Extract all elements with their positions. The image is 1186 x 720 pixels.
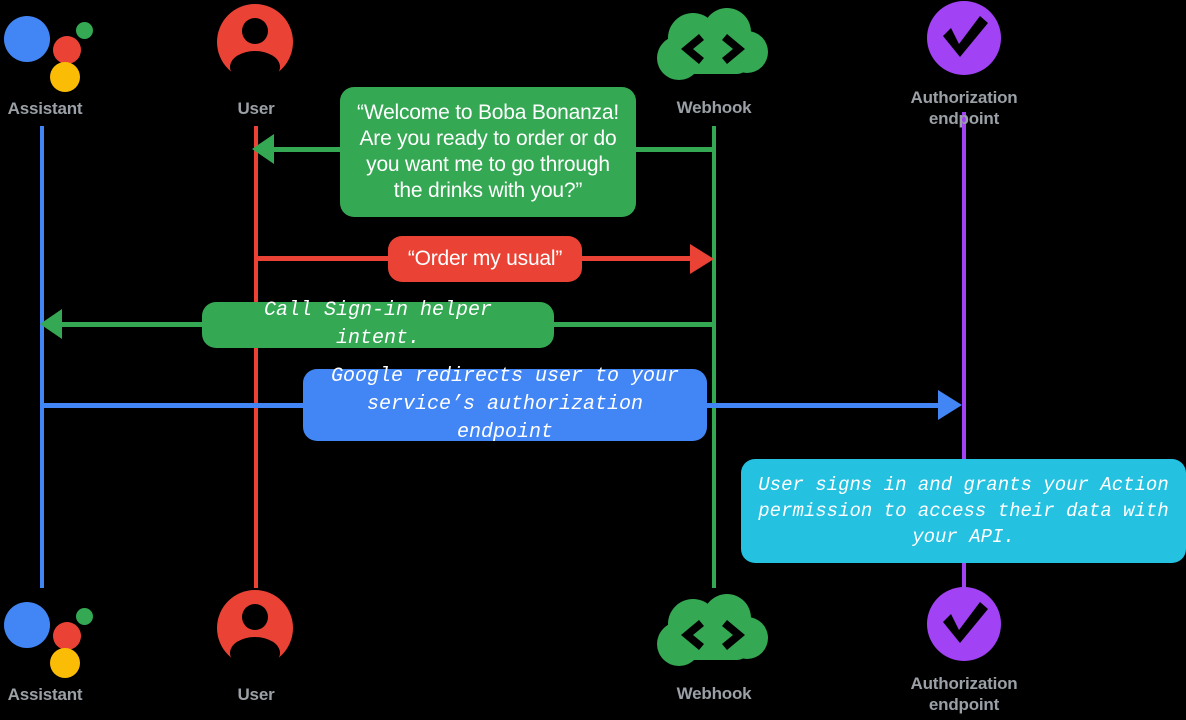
user-avatar-icon-bottom bbox=[216, 589, 294, 667]
lifeline-authorization-endpoint bbox=[962, 112, 966, 588]
actor-label-authorization-endpoint-bottom: Authorization endpoint bbox=[910, 674, 1018, 714]
message-bubble-call-signin-helper: Call Sign-in helper intent. bbox=[202, 299, 554, 350]
actor-label-webhook-bottom: Webhook bbox=[676, 684, 752, 703]
cloud-code-icon-bottom bbox=[655, 594, 771, 670]
purple-check-circle-icon-bottom bbox=[926, 586, 1002, 662]
google-assistant-icon bbox=[4, 10, 93, 92]
actor-label-assistant-bottom: Assistant bbox=[7, 685, 83, 704]
message-text-google-redirects: Google redirects user to your service’s … bbox=[330, 365, 680, 444]
message-text-call-signin-helper: Call Sign-in helper intent. bbox=[263, 299, 493, 350]
arrow-head-welcome bbox=[252, 134, 274, 164]
actor-label-user-bottom: User bbox=[237, 685, 275, 704]
message-bubble-order-my-usual: “Order my usual” bbox=[388, 236, 582, 282]
user-avatar-icon bbox=[216, 3, 294, 81]
cloud-code-icon bbox=[655, 8, 771, 84]
actor-label-webhook-top: Webhook bbox=[676, 98, 752, 117]
lifeline-assistant bbox=[40, 126, 44, 588]
assistant-blue-dot bbox=[4, 16, 50, 62]
assistant-green-dot bbox=[76, 22, 93, 39]
assistant-blue-dot-bottom bbox=[4, 602, 50, 648]
message-text-user-signs-in: User signs in and grants your Action per… bbox=[758, 474, 1169, 548]
lifeline-webhook bbox=[712, 126, 716, 588]
purple-check-circle-icon bbox=[926, 0, 1002, 76]
message-text-welcome: “Welcome to Boba Bonanza! Are you ready … bbox=[357, 101, 619, 202]
assistant-yellow-dot bbox=[50, 62, 80, 92]
arrow-head-order-my-usual bbox=[690, 244, 714, 274]
assistant-yellow-dot-bottom bbox=[50, 648, 80, 678]
assistant-red-dot bbox=[53, 36, 81, 64]
message-text-order-my-usual: “Order my usual” bbox=[407, 247, 563, 270]
message-bubble-welcome: “Welcome to Boba Bonanza! Are you ready … bbox=[340, 87, 636, 217]
lifeline-user bbox=[254, 126, 258, 588]
actor-label-assistant-top: Assistant bbox=[7, 99, 83, 118]
arrow-head-call-signin-helper bbox=[40, 309, 62, 339]
google-assistant-icon-bottom bbox=[4, 596, 93, 678]
arrow-head-google-redirects bbox=[938, 390, 962, 420]
assistant-red-dot-bottom bbox=[53, 622, 81, 650]
actor-label-user-top: User bbox=[237, 99, 275, 118]
assistant-green-dot-bottom bbox=[76, 608, 93, 625]
message-bubble-google-redirects: Google redirects user to your service’s … bbox=[303, 365, 707, 444]
actor-label-authorization-endpoint-top: Authorization endpoint bbox=[910, 88, 1018, 128]
message-bubble-user-signs-in: User signs in and grants your Action per… bbox=[741, 459, 1186, 563]
